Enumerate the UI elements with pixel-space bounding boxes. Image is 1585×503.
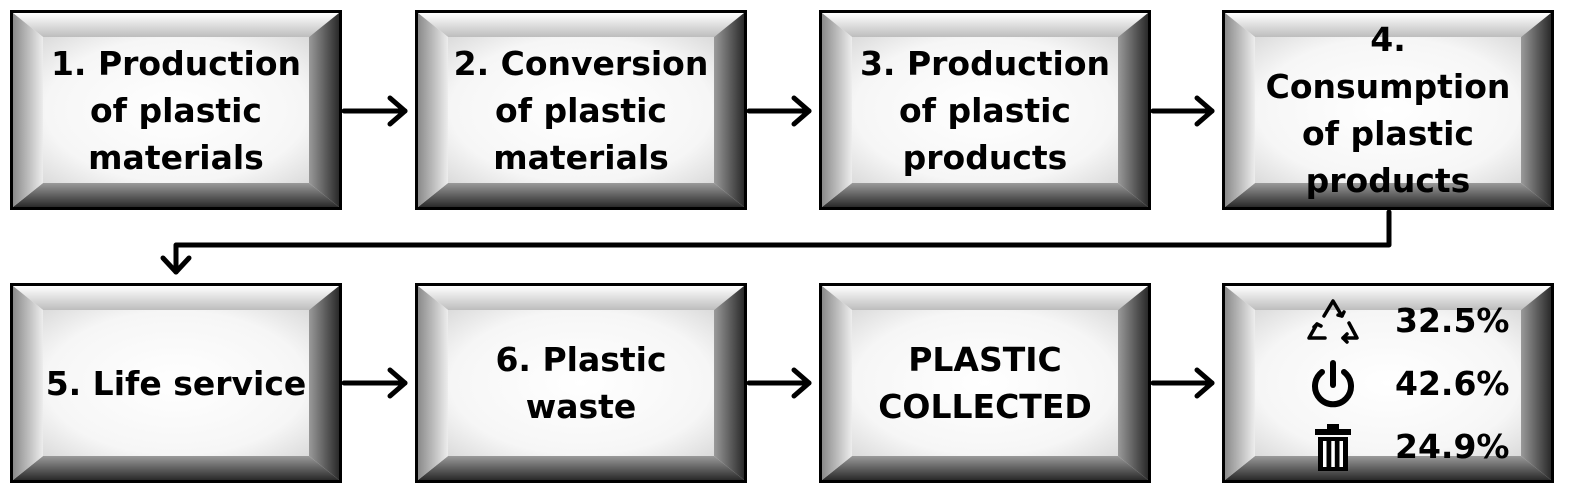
trash-icon [1315, 424, 1351, 471]
power-icon [1312, 360, 1354, 408]
outcome-recycled: 32.5% [1225, 292, 1551, 352]
bevel-frame [1225, 286, 1551, 480]
step-1-box: 1. Production of plastic materials [10, 10, 342, 210]
step-1-label: 1. Production of plastic materials [50, 43, 302, 177]
step-2-box: 2. Conversion of plastic materials [415, 10, 747, 210]
landfill-percent: 24.9% [1395, 427, 1510, 466]
arrow-step2-to-step3 [746, 95, 812, 127]
bevel-frame [822, 286, 1148, 480]
outcome-energy-recovery: 42.6% [1225, 355, 1551, 415]
bevel-frame [822, 13, 1148, 207]
step-2-label: 2. Conversion of plastic materials [453, 43, 709, 177]
arrow-step6-to-collected [746, 367, 812, 399]
arrow-step3-to-step4 [1150, 95, 1215, 127]
bevel-frame [13, 13, 339, 207]
step-6-label: 6. Plastic waste [495, 340, 667, 426]
arrow-collected-to-outcomes [1150, 367, 1215, 399]
outcome-list: 32.5% 42.6% 24.9% [1225, 286, 1551, 480]
outcome-landfill: 24.9% [1225, 418, 1551, 478]
energy-recovery-percent: 42.6% [1395, 364, 1510, 403]
arrow-step1-to-step2 [341, 95, 408, 127]
bevel-frame [418, 286, 744, 480]
step-4-box: 4. Consumption of plastic products [1222, 10, 1554, 210]
step-3-box: 3. Production of plastic products [819, 10, 1151, 210]
bevel-frame [418, 13, 744, 207]
step-3-label: 3. Production of plastic products [859, 43, 1111, 177]
plastic-collected-box: PLASTIC COLLECTED [819, 283, 1151, 483]
bevel-frame [1225, 13, 1551, 207]
step-4-label: 4. Consumption of plastic products [1265, 20, 1511, 200]
recycled-percent: 32.5% [1395, 301, 1510, 340]
plastic-collected-label: PLASTIC COLLECTED [878, 340, 1092, 426]
outcomes-box: 32.5% 42.6% 24.9% [1222, 283, 1554, 483]
arrow-step5-to-step6 [341, 367, 408, 399]
recycle-icon [1307, 299, 1359, 344]
bevel-frame [13, 286, 339, 480]
step-5-label: 5. Life service [45, 363, 307, 403]
step-5-box: 5. Life service [10, 283, 342, 483]
step-6-box: 6. Plastic waste [415, 283, 747, 483]
arrow-step4-to-step5 [160, 209, 1392, 275]
